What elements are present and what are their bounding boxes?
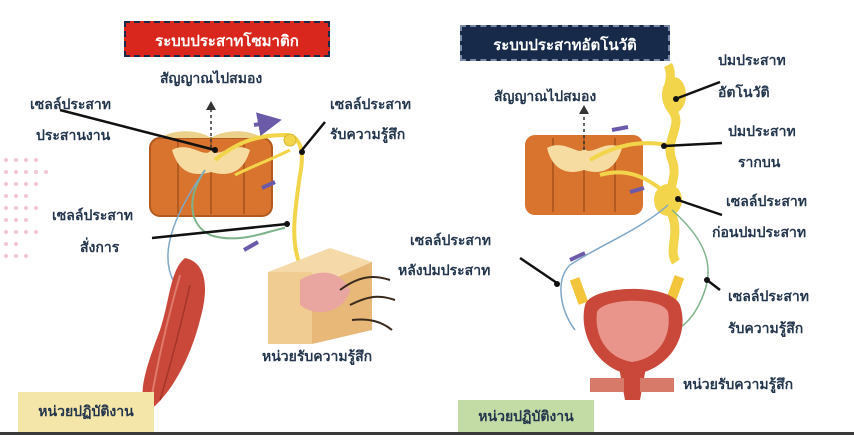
root-ganglion-label-1: ปมประสาท bbox=[728, 124, 796, 140]
motor-neuron-left bbox=[191, 169, 286, 240]
autonomic-signal-label: สัญญาณไปสมอง bbox=[494, 89, 597, 105]
postganglionic-label-2: หลังปมประสาท bbox=[398, 263, 491, 279]
muscle-effector bbox=[142, 258, 205, 410]
skin-receptor-block bbox=[268, 248, 396, 344]
somatic-effector-label: หน่วยปฏิบัติงาน bbox=[18, 392, 154, 432]
interneuron-label-2: ประสานงาน bbox=[36, 128, 111, 144]
decorative-dot-pattern bbox=[4, 158, 48, 258]
sensory-neuron-left bbox=[213, 132, 304, 266]
autonomic-effector-label: หน่วยปฏิบัติงาน bbox=[458, 400, 594, 434]
somatic-signal-label: สัญญาณไปสมอง bbox=[160, 71, 263, 87]
somatic-sensory-label-2: รับความรู้สึก bbox=[330, 127, 406, 143]
interneuron-label-1: เซลล์ประสาท bbox=[30, 97, 112, 113]
spinal-cord-right bbox=[525, 135, 643, 215]
ganglion-label-2: อัตโนวัติ bbox=[718, 85, 770, 101]
somatic-title: ระบบประสาทโซมาติก bbox=[124, 21, 330, 57]
spinal-cord-left bbox=[149, 131, 273, 217]
bladder-effector bbox=[569, 275, 685, 400]
motor-label-1: เซลล์ประสาท bbox=[52, 208, 134, 224]
somatic-sensory-label-1: เซลล์ประสาท bbox=[330, 97, 412, 113]
autonomic-sensory-label-1: เซลล์ประสาท bbox=[728, 289, 810, 305]
bottom-divider bbox=[0, 432, 854, 435]
motor-label-2: สั่งการ bbox=[80, 240, 120, 256]
preganglionic-label-2: ก่อนปมประสาท bbox=[712, 225, 807, 241]
autonomic-receptor-label: หน่วยรับความรู้สึก bbox=[683, 377, 794, 393]
autonomic-sensory-label-2: รับความรู้สึก bbox=[728, 321, 804, 337]
ganglion-label-1: ปมประสาท bbox=[718, 53, 786, 69]
preganglionic-label-1: เซลล์ประสาท bbox=[726, 194, 808, 210]
root-ganglion-label-2: รากบน bbox=[738, 155, 781, 171]
autonomic-title: ระบบประสาทอัตโนวัติ bbox=[460, 25, 670, 61]
somatic-receptor-label: หน่วยรับความรู้สึก bbox=[262, 349, 373, 365]
postganglionic-label-1: เซลล์ประสาท bbox=[410, 233, 492, 249]
postganglionic-neuron bbox=[560, 204, 669, 331]
